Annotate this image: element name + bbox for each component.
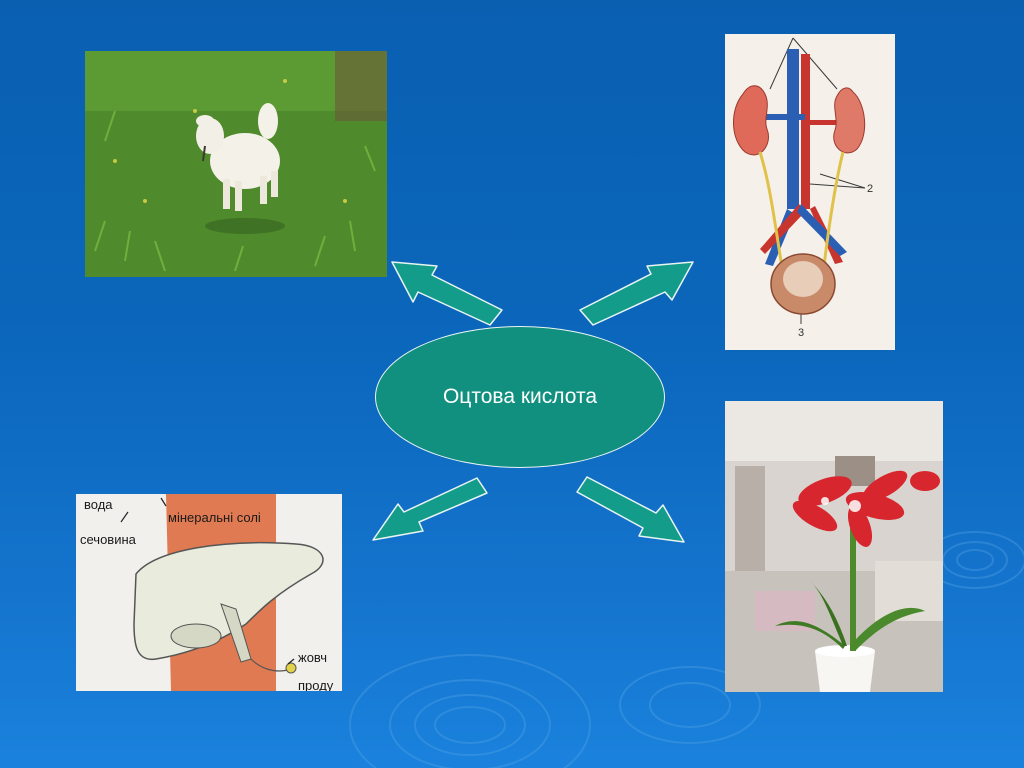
label-minerals: мінеральні солі xyxy=(168,510,261,525)
arrow-to-flower xyxy=(576,476,685,543)
urinary-system-diagram: 2 3 xyxy=(725,34,895,350)
arrow-to-liver xyxy=(372,477,488,541)
center-ellipse: Оцтова кислота xyxy=(375,326,665,468)
arrow-to-kidneys xyxy=(579,261,694,326)
label-bile: жовч xyxy=(298,650,327,665)
arrow-to-goat xyxy=(391,261,503,326)
kidney-label-2: 2 xyxy=(867,183,873,195)
goat-photo xyxy=(85,51,387,277)
label-products: проду xyxy=(298,678,334,691)
label-water: вода xyxy=(84,497,113,512)
label-urea: сечовина xyxy=(80,532,137,547)
liver-diagram: вода сечовина мінеральні солі жовч проду xyxy=(76,494,342,691)
kidney-label-3: 3 xyxy=(798,327,804,339)
amaryllis-photo xyxy=(725,401,943,692)
center-label: Оцтова кислота xyxy=(442,385,598,408)
